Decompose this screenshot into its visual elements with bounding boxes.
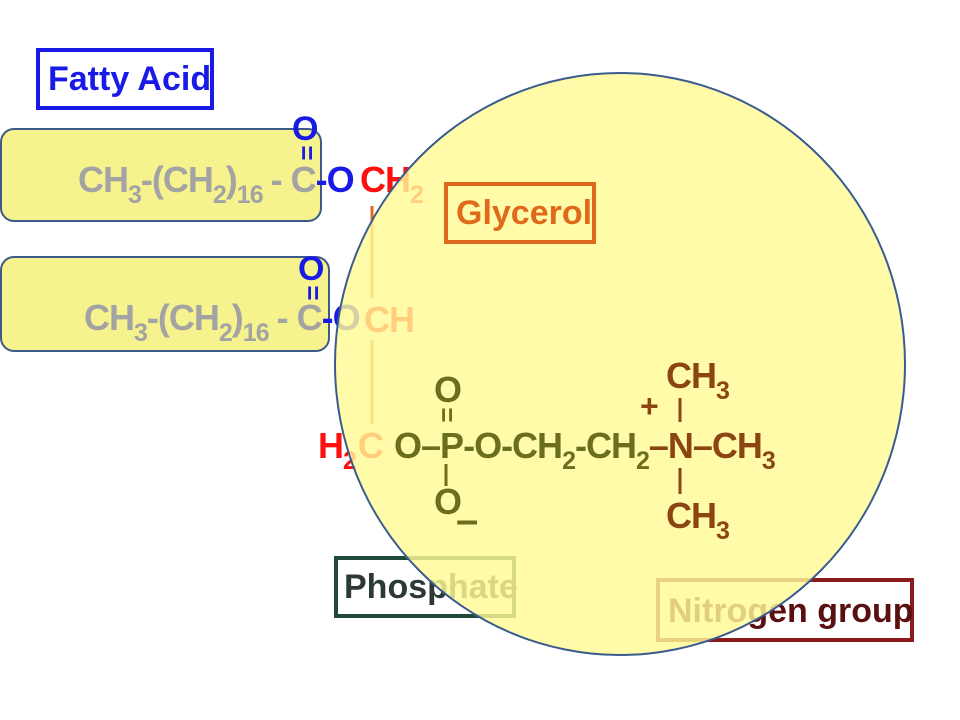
chain1-ch3: CH	[78, 159, 129, 200]
phosphate-single-bond	[444, 464, 448, 486]
chain2-ch3-sub: 3	[134, 319, 148, 347]
n-bond-top	[678, 398, 682, 422]
fatty-acid-label: Fatty Acid	[48, 60, 212, 98]
chain2-double-bond: =	[298, 285, 329, 301]
fatty-acid-label-box: Fatty Acid	[36, 48, 214, 110]
fatty-acid-chain-1-highlight	[0, 128, 322, 222]
chain2-carbonyl-o: O	[298, 250, 325, 288]
chain2-ch2-sub: 2	[218, 319, 233, 347]
phosphate-o-top: O	[434, 369, 463, 410]
phosphate-negative-charge: –	[456, 498, 479, 542]
chain1-close: )	[225, 159, 238, 200]
n-ch3-right-sub: 3	[761, 447, 776, 475]
chain2-ch3: CH	[84, 297, 135, 338]
chain1-ch3-sub: 3	[128, 181, 142, 209]
ch2-sub-1: 2	[562, 447, 576, 475]
chain1-ester-o: -O	[315, 159, 355, 200]
n-ch3-top-atom: CH	[666, 355, 717, 396]
ch2-second: -CH	[574, 425, 637, 466]
chain2-count-sub: 16	[242, 319, 270, 347]
phosphocholine-row: O–P-O-CH2-CH2–N–CH3	[394, 425, 776, 474]
chain1-double-bond: =	[292, 145, 323, 161]
h2-atom: H	[318, 425, 344, 466]
chain1-count-sub: 16	[236, 181, 264, 209]
glycerol-label: Glycerol	[456, 194, 593, 232]
bond-c-n: –	[648, 425, 669, 466]
n-ch3-bottom-sub: 3	[716, 517, 730, 545]
chain2-close: )	[231, 297, 244, 338]
ch2-sub-2: 2	[635, 447, 650, 475]
bond-p-o: -	[463, 425, 475, 466]
fatty-acid-chain-1: CH3-(CH2)16- C-O	[78, 159, 355, 208]
chain1-open: -(CH	[140, 159, 214, 200]
phosphate-o-left: O	[394, 425, 422, 466]
chain1-ch2-sub: 2	[212, 181, 227, 209]
head-group-highlight-circle	[334, 72, 906, 656]
n-ch3-bottom: CH3	[666, 495, 730, 544]
fatty-acid-chain-2-highlight	[0, 256, 330, 352]
phosphate-o-right: O-CH	[474, 425, 563, 466]
glycerol-label-box: Glycerol	[444, 182, 596, 244]
phosphate-o-bottom: O	[434, 481, 463, 522]
chain1-dash-c: - C	[270, 159, 317, 200]
chain1-carbonyl-o: O	[292, 110, 319, 148]
n-ch3-top: CH3	[666, 355, 730, 404]
phosphorus: P	[440, 425, 464, 466]
n-ch3-right: CH	[711, 425, 763, 466]
bond-n-ch3: –	[692, 425, 713, 466]
chain2-dash-c: - C	[276, 297, 323, 338]
n-ch3-top-sub: 3	[716, 377, 730, 405]
n-ch3-bottom-atom: CH	[666, 495, 717, 536]
phosphate-double-bond: =	[432, 407, 463, 423]
chain2-open: -(CH	[146, 297, 220, 338]
n-bond-bottom	[678, 468, 682, 494]
fatty-acid-chain-2: CH3-(CH2)16- C-O	[84, 297, 361, 346]
nitrogen-positive-charge: +	[640, 388, 659, 424]
bond-o-p: –	[421, 425, 441, 466]
nitrogen-atom: N	[667, 425, 694, 466]
